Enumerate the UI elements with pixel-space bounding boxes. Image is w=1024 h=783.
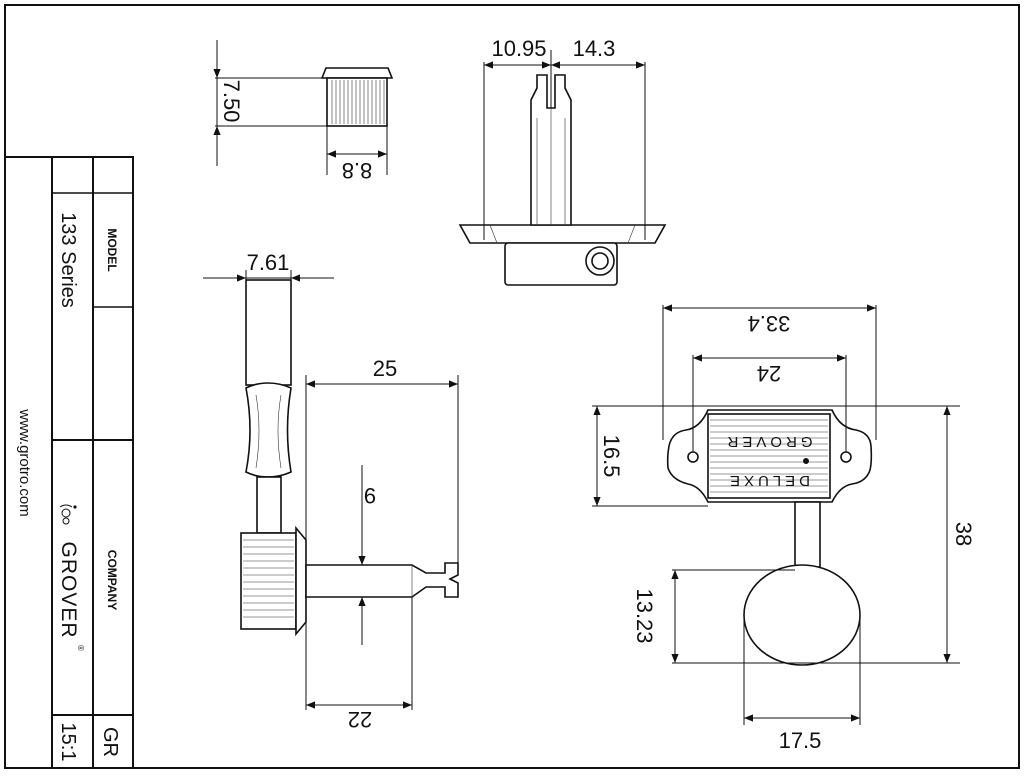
dim-hole-spacing: 24	[757, 361, 781, 386]
tuner-button	[743, 564, 861, 666]
view-front: GROVER DELUXE 33.4 24 16.5 38 13.2	[592, 304, 976, 753]
brand-mark: ®	[76, 645, 85, 651]
website: www.grotro.com	[16, 408, 33, 517]
engraving-top: GROVER	[723, 433, 812, 450]
view-side: 7.61 25 9 22	[203, 250, 459, 732]
dim-button-height: 13.23	[632, 588, 657, 643]
dim-overall-height: 38	[951, 522, 976, 546]
dim-side-length: 25	[373, 356, 397, 381]
view-top-bushing: 7.50 8.8	[213, 40, 394, 183]
view-post: 10.95 14.3	[458, 36, 667, 286]
model-label: MODEL	[105, 228, 119, 271]
grover-logo-icon	[59, 504, 77, 525]
dim-plate-height: 16.5	[599, 435, 624, 478]
engraving-bottom: DELUXE	[726, 472, 810, 489]
dim-post-left: 10.95	[491, 36, 546, 61]
drawing-code: GR	[99, 727, 121, 757]
dim-top-height: 7.50	[219, 80, 244, 123]
dim-top-width: 8.8	[342, 158, 373, 183]
company-brand: GROVER	[57, 541, 80, 638]
page-border	[4, 4, 1020, 769]
mount-hole-right	[840, 451, 852, 463]
dim-plate-width: 33.4	[748, 311, 791, 336]
mount-hole-left	[687, 451, 699, 463]
model-value: 133 Series	[57, 212, 79, 308]
dim-post-right: 14.3	[573, 36, 616, 61]
dim-shaft-width: 7.61	[247, 250, 290, 275]
company-label: COMPANY	[105, 550, 119, 610]
title-block: MODEL 133 Series COMPANY GROVER ® www.gr…	[4, 156, 134, 769]
scale: 15:1	[57, 723, 79, 762]
dim-side-base: 22	[348, 707, 372, 732]
dim-side-offset: 9	[364, 483, 376, 508]
dim-button-width: 17.5	[779, 728, 822, 753]
center-dot	[803, 458, 809, 464]
